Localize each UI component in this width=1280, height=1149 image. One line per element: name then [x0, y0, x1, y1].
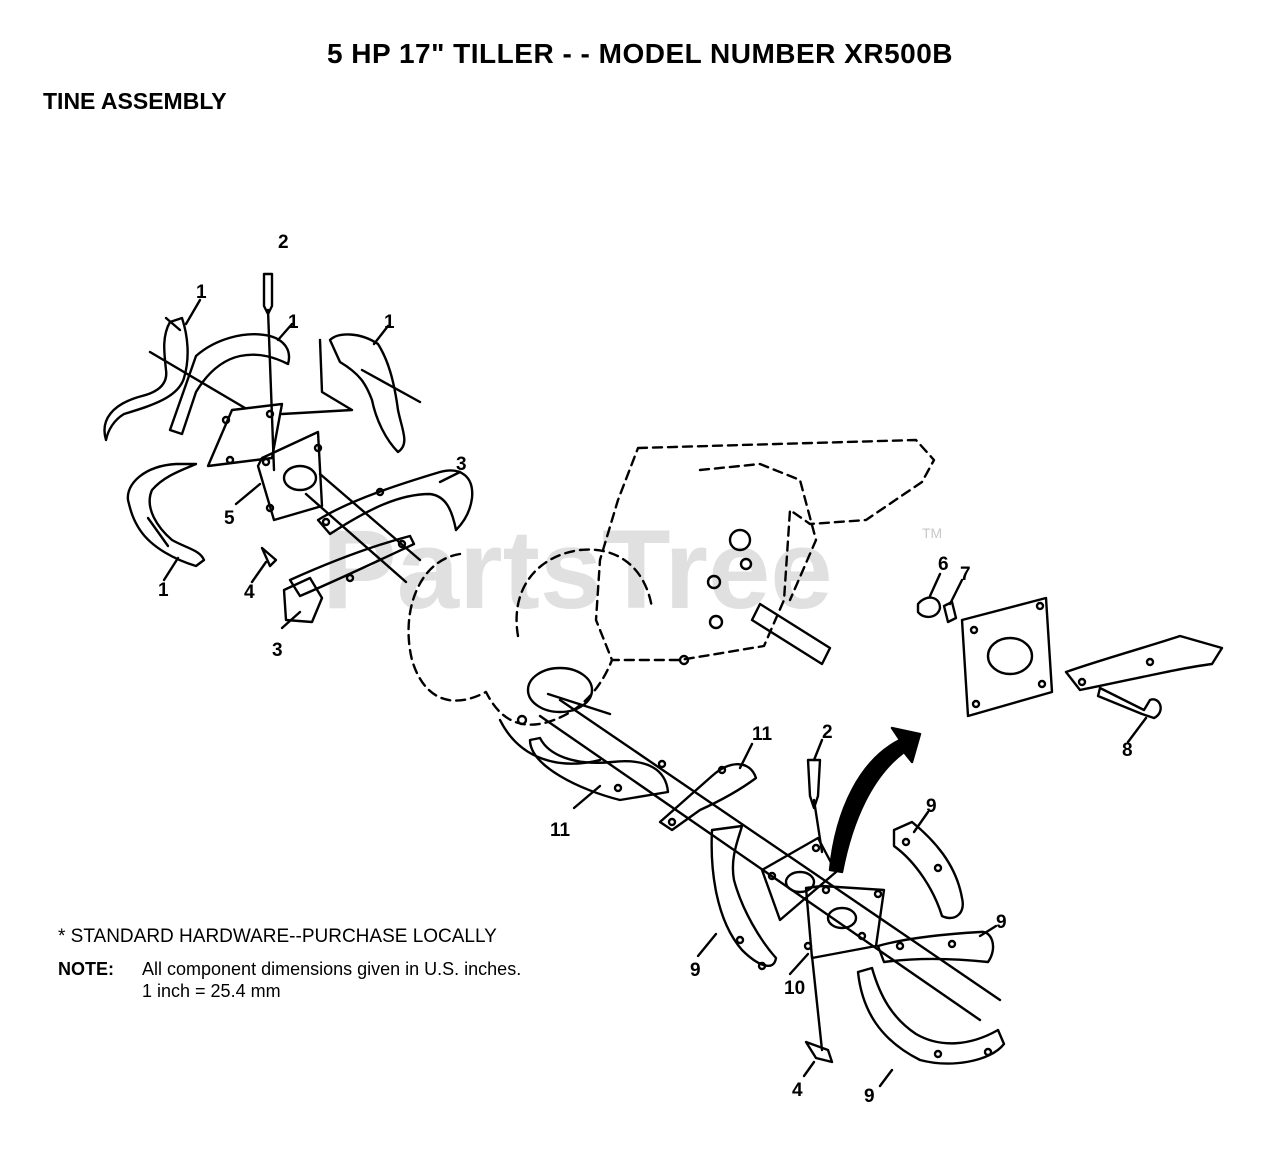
callout-2b: 2 — [822, 722, 833, 743]
callout-11b: 11 — [550, 820, 571, 841]
note-label: NOTE: — [58, 959, 114, 979]
callout-1b: 1 — [288, 312, 299, 333]
callout-8: 8 — [1122, 740, 1133, 761]
standard-hardware-note: * STANDARD HARDWARE--PURCHASE LOCALLY — [58, 926, 497, 947]
callout-3a: 3 — [456, 454, 467, 475]
callout-1c: 1 — [384, 312, 395, 333]
callout-4a: 4 — [244, 582, 255, 603]
callout-5: 5 — [224, 508, 235, 529]
callout-2a: 2 — [278, 232, 289, 253]
watermark-tm: TM — [922, 525, 942, 541]
left-tine-group — [103, 272, 474, 630]
callout-9a: 9 — [926, 796, 937, 817]
callout-3b: 3 — [272, 640, 283, 661]
callout-11a: 11 — [752, 724, 773, 745]
right-plate-group — [916, 572, 1224, 744]
transmission-housing — [407, 438, 936, 726]
callout-7: 7 — [960, 564, 971, 585]
callout-9c: 9 — [690, 960, 701, 981]
note-text: All component dimensions given in U.S. i… — [142, 958, 521, 1002]
dimensions-note: NOTE: All component dimensions given in U… — [58, 958, 521, 1002]
callout-1a: 1 — [196, 282, 207, 303]
right-tine-group — [528, 698, 1006, 1088]
section-title: TINE ASSEMBLY — [43, 88, 227, 114]
callout-9d: 9 — [864, 1086, 875, 1107]
callout-6: 6 — [938, 554, 949, 575]
callout-labels: 1 1 1 1 2 3 3 4 5 6 7 8 11 11 2 9 9 9 10… — [158, 232, 1133, 1107]
diagram-title: 5 HP 17" TILLER - - MODEL NUMBER XR500B — [326, 38, 954, 69]
note-line-2: 1 inch = 25.4 mm — [142, 981, 281, 1001]
callout-4b: 4 — [792, 1080, 803, 1101]
callout-9b: 9 — [996, 912, 1007, 933]
note-line-1: All component dimensions given in U.S. i… — [142, 959, 522, 979]
callout-1d: 1 — [158, 580, 169, 601]
callout-10: 10 — [784, 978, 805, 999]
